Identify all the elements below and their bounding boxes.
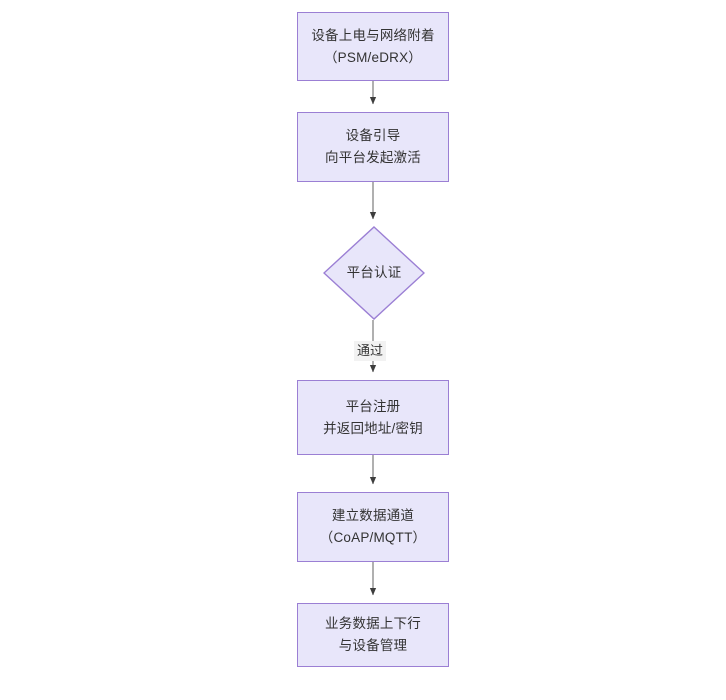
edge-label-pass: 通过 (354, 341, 387, 361)
node-label: 设备上电与网络附着 （PSM/eDRX） (311, 27, 435, 65)
node-label: 平台注册 并返回地址/密钥 (323, 398, 423, 436)
node-business-data-management[interactable]: 业务数据上下行 与设备管理 (297, 603, 449, 667)
node-label: 平台认证 (346, 265, 402, 280)
node-label: 设备引导 向平台发起激活 (325, 128, 421, 165)
node-platform-registration[interactable]: 平台注册 并返回地址/密钥 (297, 380, 449, 455)
node-device-bootstrap[interactable]: 设备引导 向平台发起激活 (297, 112, 449, 182)
node-label: 建立数据通道 （CoAP/MQTT） (319, 508, 427, 545)
diamond-shape-icon (323, 226, 425, 320)
node-data-channel[interactable]: 建立数据通道 （CoAP/MQTT） (297, 492, 449, 562)
node-label: 业务数据上下行 与设备管理 (325, 616, 421, 653)
node-device-power-on[interactable]: 设备上电与网络附着 （PSM/eDRX） (297, 12, 449, 81)
edge-label-text: 通过 (357, 343, 384, 358)
node-platform-authentication[interactable]: 平台认证 (323, 226, 425, 320)
